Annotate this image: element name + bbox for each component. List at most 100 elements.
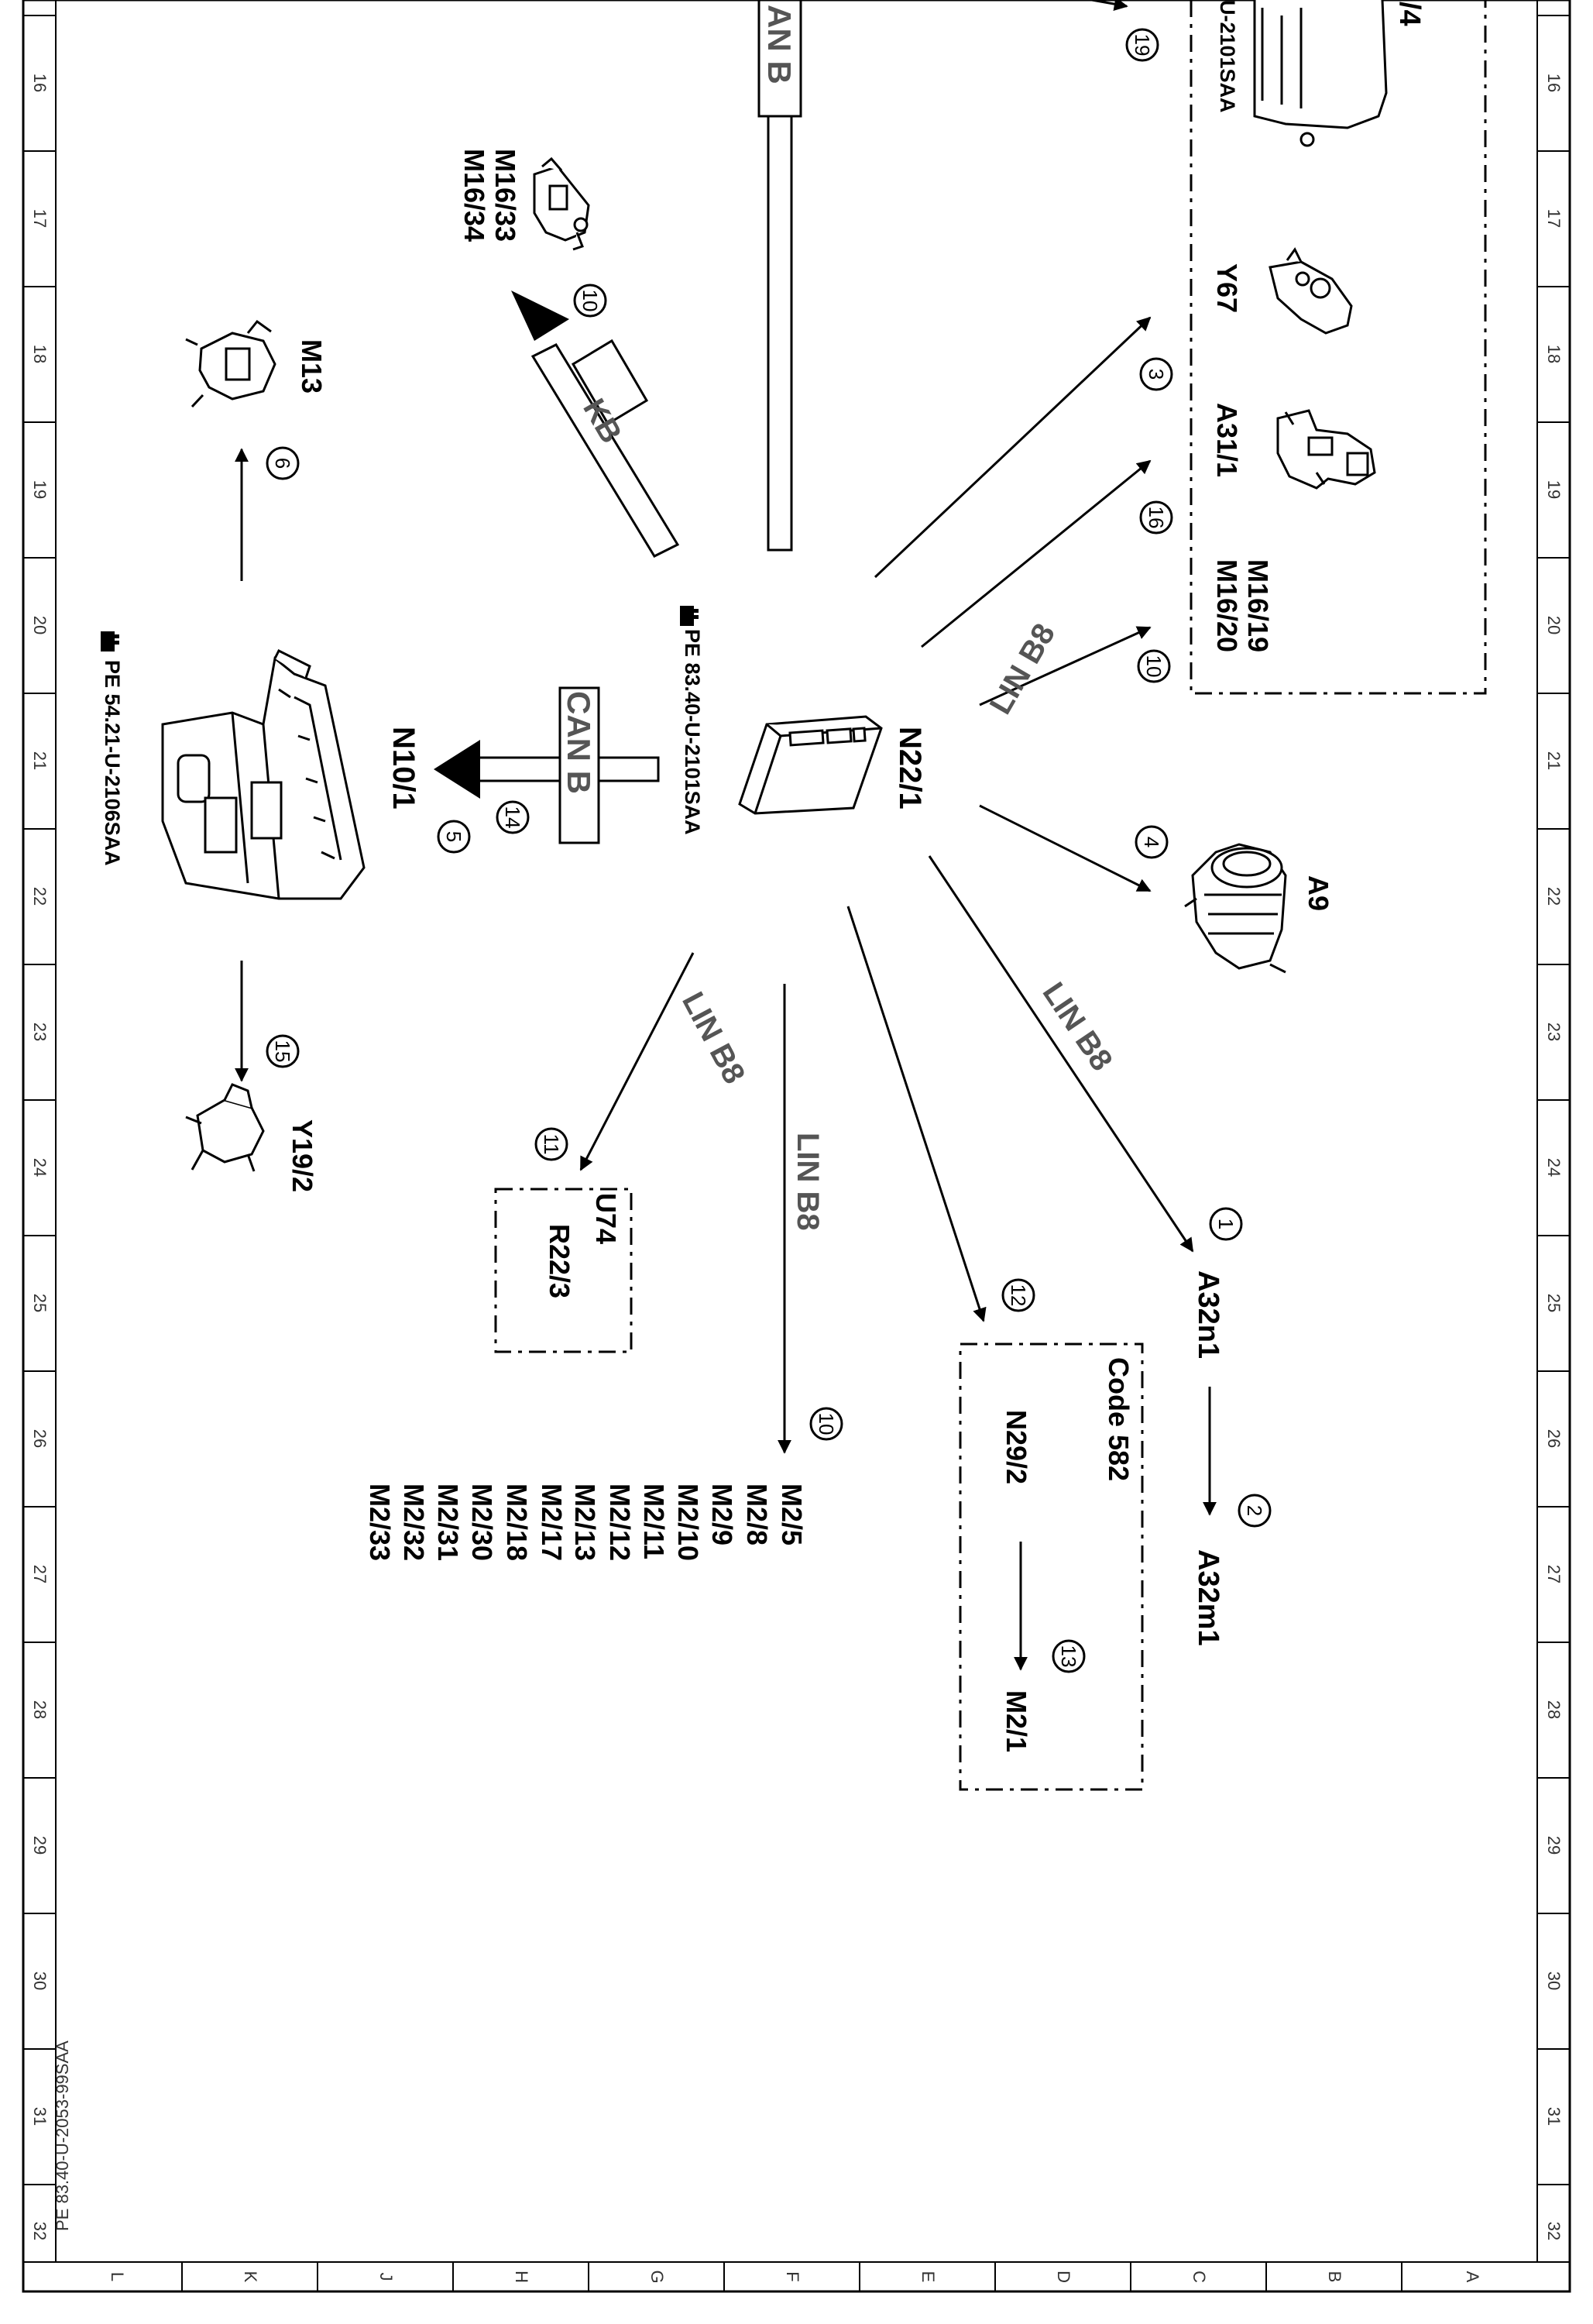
row-label-20-right: 20 [1544, 616, 1564, 634]
pointer-hand-icon-n10 [101, 631, 119, 651]
row-label-24-left: 24 [30, 1158, 50, 1177]
m2-component-list: M2/5 M2/8 M2/9 M2/10 M2/11 M2/12 M2/13 M… [364, 1483, 808, 1561]
row-label-25-right: 25 [1544, 1294, 1564, 1312]
col-label-J: J [376, 2273, 396, 2281]
can-bus-center-label: CAN B [561, 691, 597, 794]
svg-text:15: 15 [271, 1040, 294, 1063]
arrow-to-m16-19 [979, 626, 1152, 706]
code-582-group: Code 582 N29/2 M2/1 [959, 1342, 1144, 1791]
row-label-25-left: 25 [30, 1294, 50, 1312]
top-group-partial-ref: U-2101SAA [1216, 0, 1239, 113]
m2-list-item: M2/10 [672, 1483, 704, 1561]
m2-1-label: M2/1 [1001, 1690, 1032, 1752]
n22-1-ref: PE 83.40-U-2101SAA [681, 629, 704, 835]
arrow-to-a9 [979, 804, 1152, 892]
col-label-B: B [1325, 2271, 1344, 2283]
row-label-28-right: 28 [1544, 1700, 1564, 1719]
row-label-18-right: 18 [1544, 345, 1564, 363]
document-reference: PE 83.40-U-2053-99SAA [53, 2040, 72, 2231]
svg-text:11: 11 [540, 1134, 563, 1155]
col-label-F: F [783, 2271, 802, 2281]
circled-markers: 19 3 16 10 4 1 2 12 [266, 28, 1272, 1673]
lin-b8-label-m2: LIN B8 [791, 1133, 825, 1231]
row-label-32-left: 32 [30, 2222, 50, 2240]
pointer-hand-icon [680, 606, 699, 626]
svg-text:1: 1 [1214, 1219, 1238, 1229]
svg-text:14: 14 [501, 806, 524, 829]
row-label-22-left: 22 [30, 887, 50, 906]
n10-1-sam-module-icon [161, 648, 366, 900]
m13-label: M13 [296, 339, 328, 394]
m2-list-item: M2/11 [638, 1483, 670, 1559]
m2-list-item: M2/32 [398, 1483, 430, 1561]
marker-12: 12 [1001, 1278, 1035, 1312]
row-label-22-right: 22 [1544, 887, 1564, 906]
m16-34-label: M16/34 [458, 149, 490, 242]
row-labels-left: 16 17 18 19 20 21 22 23 24 25 26 27 28 2… [30, 74, 50, 2240]
marker-11: 11 [534, 1127, 568, 1161]
marker-19: 19 [1125, 28, 1159, 62]
marker-4: 4 [1135, 825, 1169, 859]
u74-group: U74 R22/3 [494, 1188, 633, 1353]
marker-10-kb: 10 [573, 284, 607, 318]
y67-valve-icon [1269, 247, 1353, 335]
col-label-A: A [1463, 2271, 1482, 2283]
col-labels: L K J H G F E D C B A [108, 2270, 1482, 2283]
marker-14: 14 [496, 800, 530, 834]
col-label-G: G [647, 2270, 667, 2283]
a9-compressor-icon [1184, 843, 1287, 974]
svg-text:10: 10 [1142, 655, 1166, 678]
lin-b8-label-m16: LIN B8 [984, 618, 1062, 720]
right-row-ticks [1537, 15, 1570, 2185]
row-label-30-left: 30 [30, 1972, 50, 1990]
svg-text:19: 19 [1131, 34, 1154, 57]
col-label-D: D [1054, 2271, 1073, 2283]
row-label-28-left: 28 [30, 1700, 50, 1719]
u74-label: U74 [590, 1193, 622, 1244]
m2-list-item: M2/9 [706, 1483, 738, 1545]
col-label-H: H [512, 2271, 531, 2283]
row-label-27-right: 27 [1544, 1565, 1564, 1583]
marker-5: 5 [437, 820, 471, 854]
m2-list-item: M2/17 [536, 1483, 568, 1561]
n10-1-label: N10/1 [386, 727, 421, 810]
n10-1-ref: PE 54.21-U-2106SAA [101, 660, 124, 866]
marker-3: 3 [1139, 357, 1173, 391]
kb-bus: KB [511, 290, 680, 558]
arrow-to-code-582 [846, 906, 987, 1322]
svg-text:13: 13 [1057, 1645, 1080, 1668]
col-label-L: L [108, 2272, 127, 2281]
left-row-ticks [23, 15, 56, 2185]
y67-label: Y67 [1211, 263, 1243, 313]
a32n1-label: A32n1 [1192, 1270, 1224, 1359]
m2-list-item: M2/12 [604, 1483, 636, 1561]
a9-label: A9 [1303, 875, 1334, 911]
row-label-29-right: 29 [1544, 1836, 1564, 1855]
row-label-19-right: 19 [1544, 480, 1564, 499]
m16-33-label: M16/33 [489, 149, 521, 242]
row-label-17-right: 17 [1544, 209, 1564, 228]
row-labels-right: 16 17 18 19 20 21 22 23 24 25 26 27 28 2… [1544, 74, 1564, 2240]
row-label-23-right: 23 [1544, 1023, 1564, 1041]
svg-text:10: 10 [578, 290, 602, 312]
r22-3-label: R22/3 [544, 1224, 575, 1298]
m16-33-actuator-icon [533, 156, 590, 251]
marker-1: 1 [1209, 1207, 1243, 1241]
y19-2-label: Y19/2 [287, 1119, 318, 1192]
row-label-19-left: 19 [30, 480, 50, 499]
row-label-29-left: 29 [30, 1836, 50, 1855]
row-label-17-left: 17 [30, 209, 50, 228]
row-label-18-left: 18 [30, 345, 50, 363]
connection-arrows [235, 0, 1194, 1454]
n22-1-label: N22/1 [893, 727, 927, 810]
y19-2-valve-icon [185, 1083, 265, 1172]
lin-b8-label-u74: LIN B8 [675, 987, 751, 1090]
m2-list-item: M2/8 [741, 1483, 773, 1545]
arrow-to-y67 [874, 316, 1152, 579]
m2-list-item: M2/18 [501, 1483, 533, 1561]
code-582-label: Code 582 [1103, 1357, 1135, 1481]
arrow-to-top-group [1091, 0, 1128, 12]
a32m1-label: A32m1 [1192, 1549, 1224, 1646]
svg-text:16: 16 [1145, 507, 1168, 529]
